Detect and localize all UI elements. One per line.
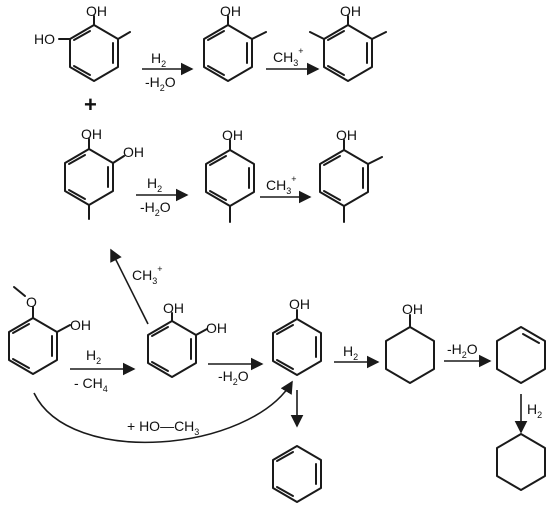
reagent-ch3-3: CH3+ <box>132 264 163 286</box>
plus-sign: + <box>84 92 97 117</box>
label-oh: OH <box>289 296 310 312</box>
molecule-phenol: OH <box>272 296 322 376</box>
reagent-methanol: + HO—CH3 <box>127 418 199 437</box>
reagent-ch3-1: CH3+ <box>273 46 304 68</box>
label-oh: OH <box>402 301 423 317</box>
molecule-o-cresol: OH <box>203 3 267 82</box>
reagent-h2-1: H2 <box>151 50 166 69</box>
molecule-2-4-dimethylphenol: OH <box>319 127 383 223</box>
reagent-h2o-3: -H2O <box>218 368 249 387</box>
molecule-cyclohexane <box>496 433 546 491</box>
label-oh: OH <box>220 3 241 19</box>
label-o: O <box>26 294 37 310</box>
molecule-3-methylcatechol: OH HO <box>34 3 131 82</box>
molecule-catechol: OH OH <box>147 300 227 378</box>
label-oh: OH <box>163 300 184 316</box>
reagent-h2o-1: -H2O <box>145 74 176 93</box>
label-oh: OH <box>340 3 361 19</box>
reagent-h2-3: H2 <box>86 347 101 366</box>
label-oh: OH <box>86 3 107 19</box>
arrow-methylation <box>110 248 149 325</box>
label-oh: OH <box>206 320 227 336</box>
reagent-h2-4: H2 <box>343 343 358 362</box>
reagent-ch4: - CH4 <box>74 375 108 394</box>
label-oh: OH <box>222 127 243 143</box>
reagent-h2o-2: -H2O <box>140 199 171 218</box>
label-oh: OH <box>70 317 91 333</box>
reagent-ch3-2: CH3+ <box>266 174 297 196</box>
molecule-cyclohexanol: OH <box>385 301 435 384</box>
reagent-h2-5: H2 <box>527 401 542 420</box>
molecule-p-cresol: OH <box>205 127 255 223</box>
label-oh: OH <box>81 126 102 142</box>
molecule-guaiacol: O OH <box>8 286 91 375</box>
molecule-2-6-dimethylphenol: OH <box>309 3 387 82</box>
reagent-h2-2: H2 <box>147 175 162 194</box>
label-oh: OH <box>336 127 357 143</box>
molecule-cyclohexene <box>496 326 546 384</box>
reagent-h2o-4: -H2O <box>447 341 478 360</box>
molecule-benzene <box>272 445 322 503</box>
molecule-4-methylcatechol: OH OH <box>64 126 144 220</box>
plus-text: + <box>84 92 97 117</box>
label-oh: OH <box>123 144 144 160</box>
label-ho: HO <box>34 31 55 47</box>
arrow-direct-route <box>33 380 293 444</box>
